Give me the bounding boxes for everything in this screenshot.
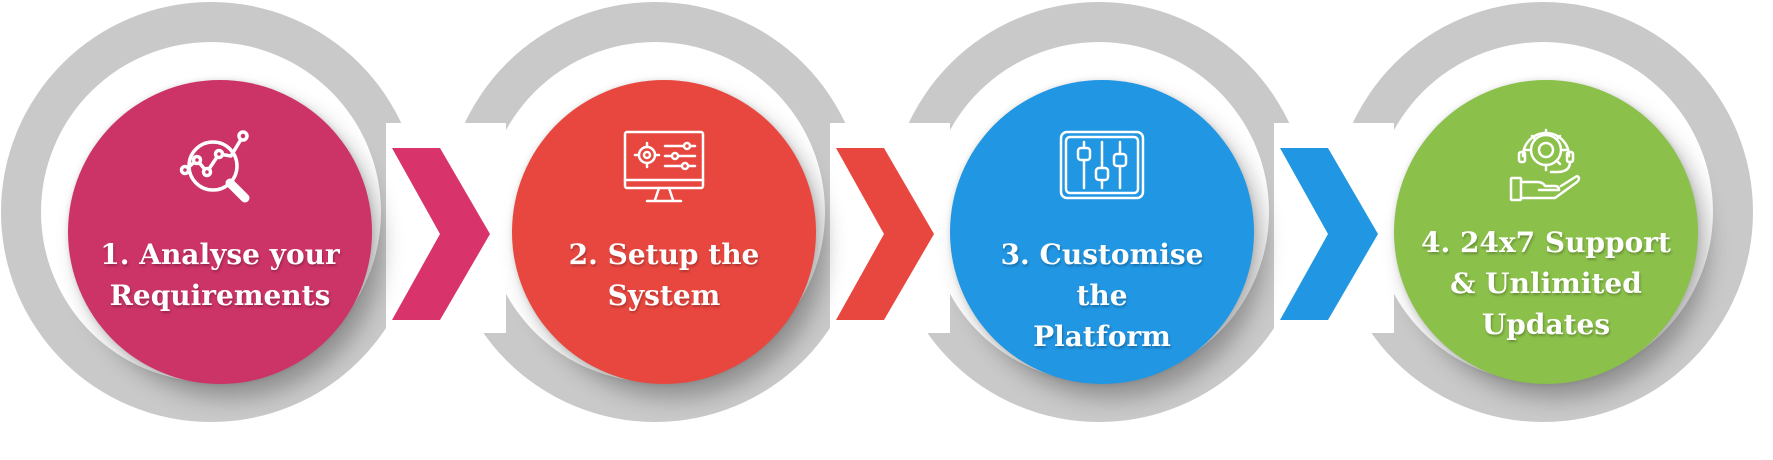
chevron-arrow-shape xyxy=(836,148,934,320)
step-2-circle: 2. Setup the System xyxy=(512,80,816,384)
chevron-arrow-shape xyxy=(392,148,490,320)
step-3-circle: 3. Customise the Platform xyxy=(950,80,1254,384)
chevron-arrow-shape xyxy=(1280,148,1378,320)
step-4-circle: 4. 24x7 Support & Unlimited Updates xyxy=(1394,80,1698,384)
step-3-title: 3. Customise the Platform xyxy=(1000,238,1204,353)
step-4-title: 4. 24x7 Support & Unlimited Updates xyxy=(1421,226,1671,341)
chevron-arrow-3 xyxy=(1280,148,1378,320)
sliders-panel-icon xyxy=(1059,130,1145,200)
step-1-title: 1. Analyse your Requirements xyxy=(100,238,340,312)
support-gear-hand-icon xyxy=(1509,128,1581,202)
chevron-arrow-2 xyxy=(836,148,934,320)
step-2-title: 2. Setup the System xyxy=(568,238,760,312)
monitor-settings-icon xyxy=(623,130,705,203)
chevron-arrow-1 xyxy=(392,148,490,320)
analytics-magnifier-icon xyxy=(179,130,250,203)
step-1-circle: 1. Analyse your Requirements xyxy=(68,80,372,384)
